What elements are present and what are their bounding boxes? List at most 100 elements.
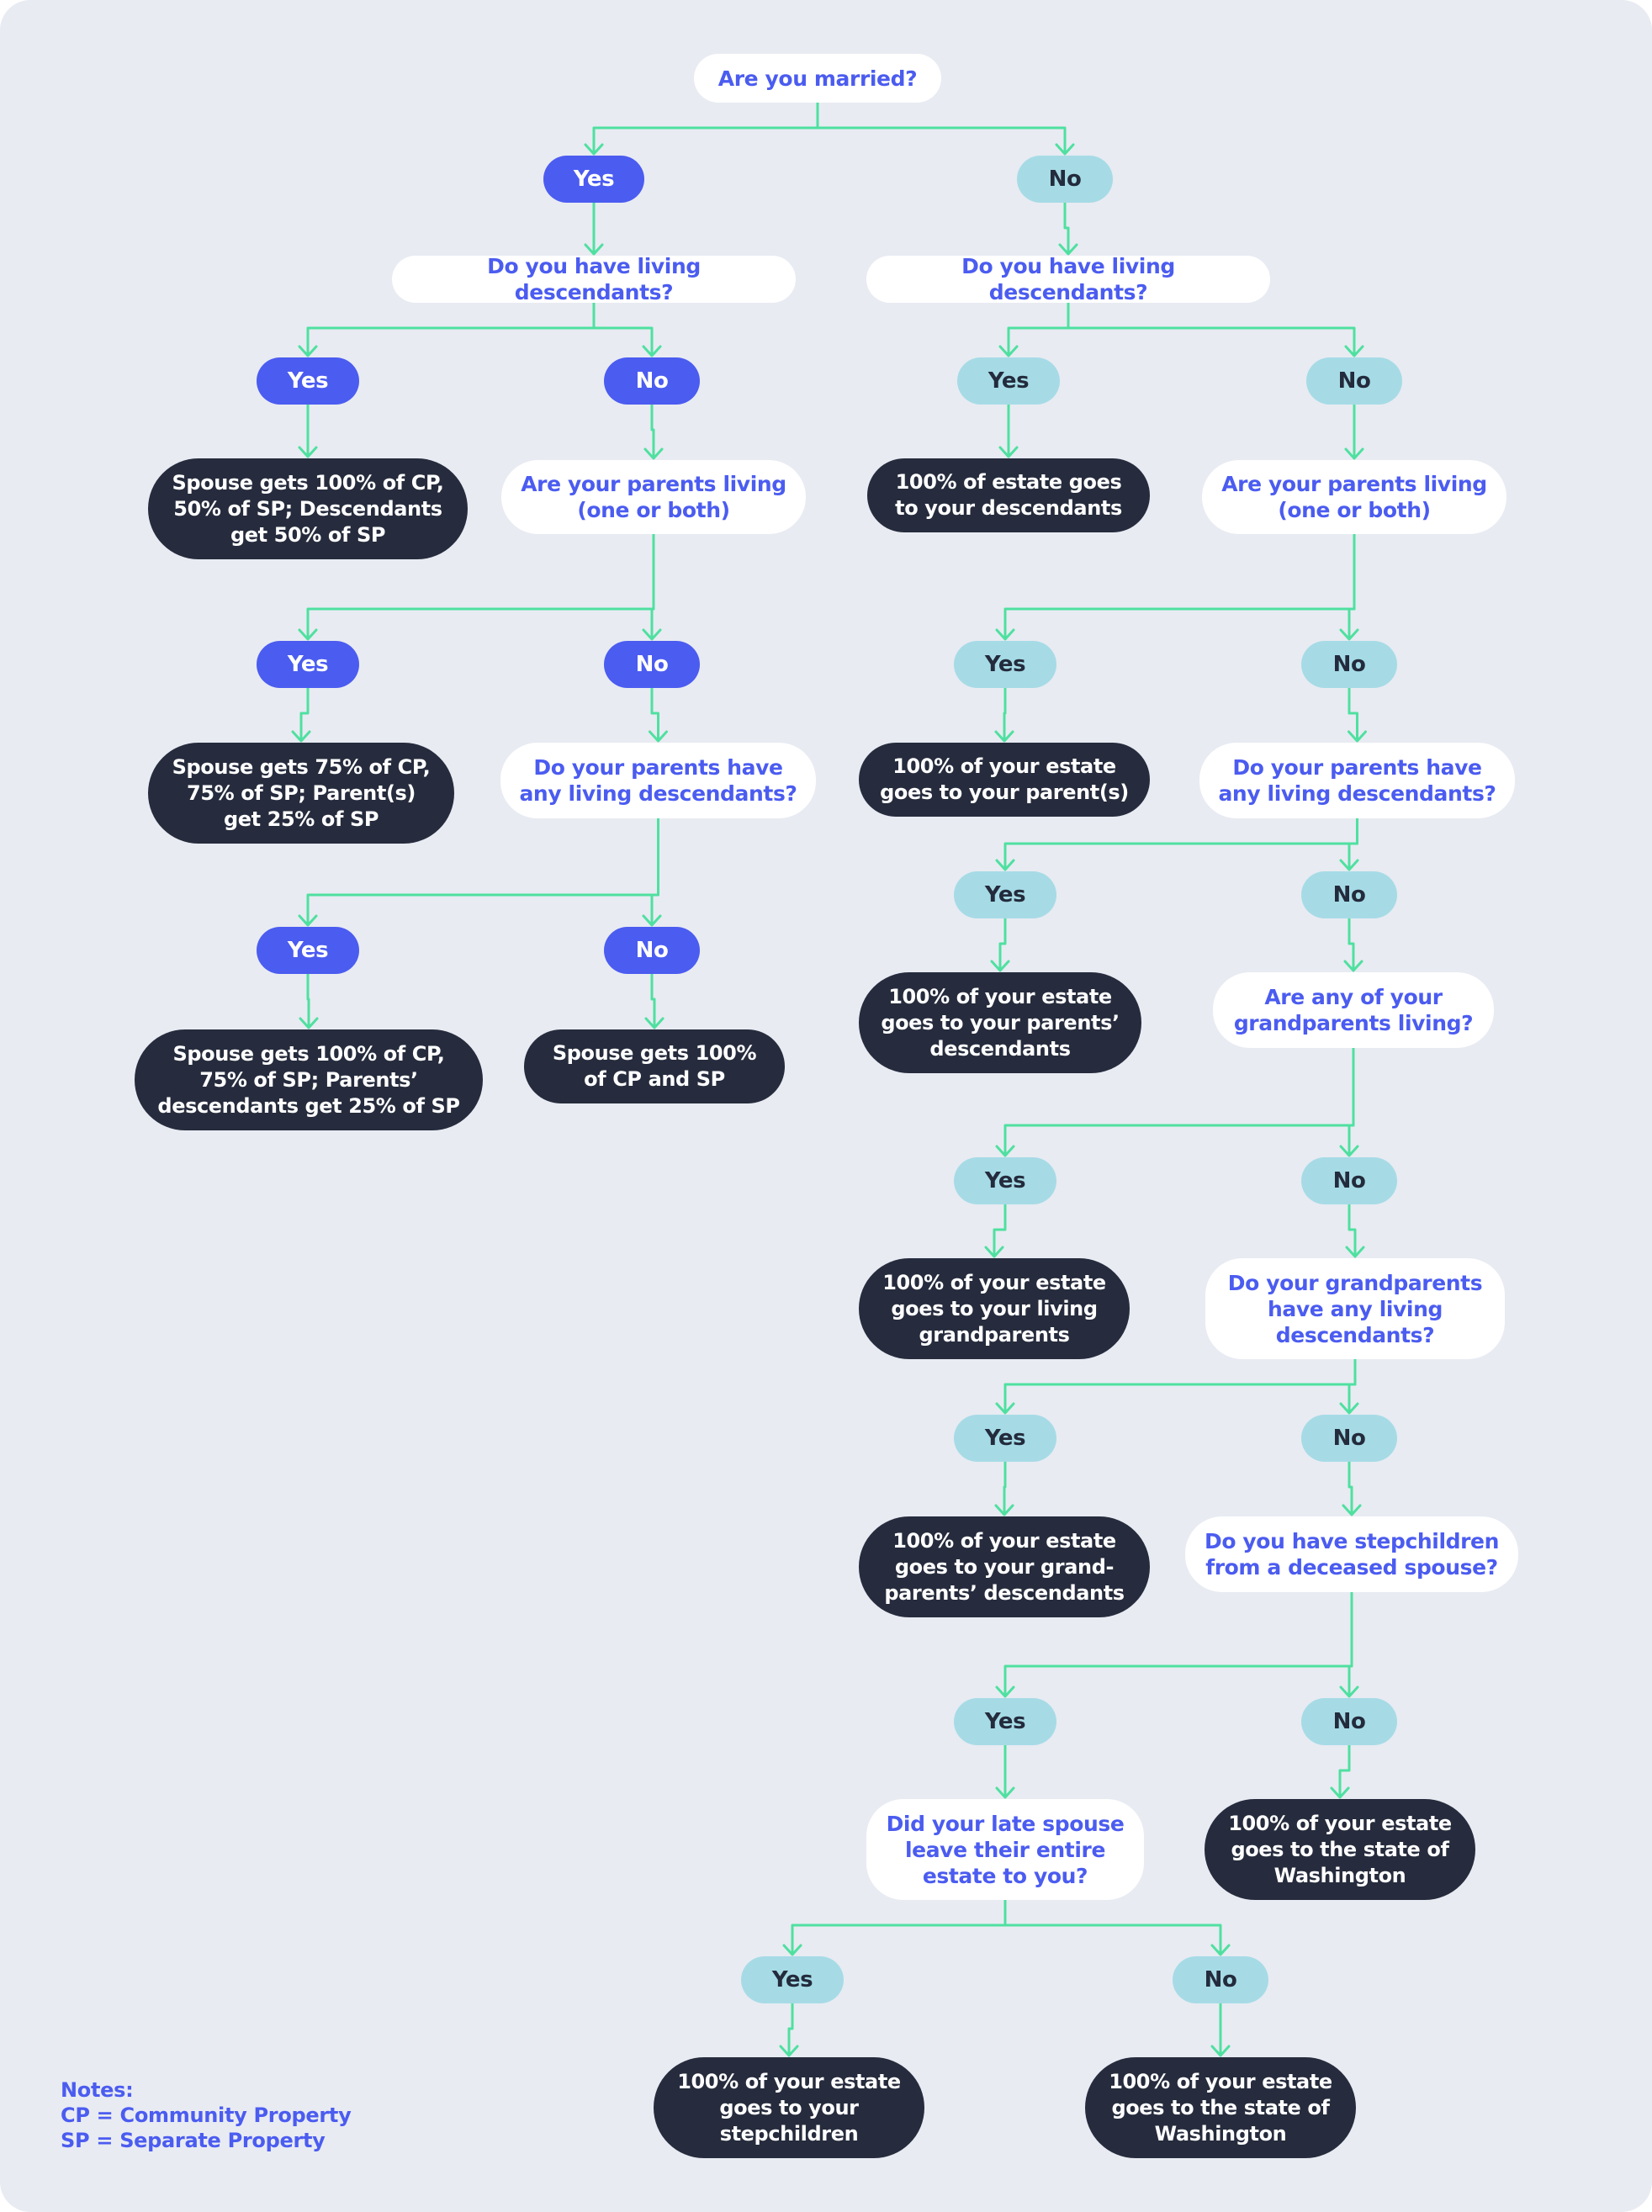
arrowhead-mn_gpdesc_no (1339, 1402, 1359, 1415)
arrowhead-mn_r_step_no (1330, 1786, 1350, 1799)
connector-mn_late_yes-to-mn_r_late_yes (787, 2003, 794, 2056)
arrowhead-mn_q_desc (1058, 243, 1078, 256)
answer-married-parents-yes: Yes (257, 641, 359, 688)
connector-my_q_desc-to-my_desc_yes (306, 303, 596, 356)
connector-q_married-to-m_no (816, 103, 1067, 154)
arrowhead-mn_q_pdesc (1348, 730, 1367, 743)
arrowhead-mn_pdesc_no (1339, 859, 1359, 871)
answer-unmarried-descendants-yes: Yes (957, 357, 1060, 405)
connector-my_par_no-to-my_q_pdesc (650, 688, 659, 741)
answer-unmarried-parents-descendants-yes: Yes (954, 871, 1056, 918)
question-are-you-married: Are you married? (694, 54, 941, 103)
connector-my_q_pdesc-to-my_pdesc_no (650, 818, 659, 925)
arrowhead-mn_desc_yes (998, 345, 1019, 357)
question-unmarried-stepchildren: Do you have stepchildren from a deceased… (1185, 1516, 1518, 1592)
arrowhead-mn_late_no (1210, 1944, 1231, 1956)
connector-mn_pdesc_yes-to-mn_r_pdesc (998, 918, 1007, 971)
arrowhead-mn_q_step (1342, 1504, 1362, 1516)
connector-mn_gpdesc_no-to-mn_q_step (1348, 1462, 1353, 1515)
connector-mn_gp_yes-to-mn_r_gp (993, 1204, 1007, 1257)
arrowhead-mn_desc_no (1344, 345, 1364, 357)
arrowhead-my_pdesc_yes (298, 914, 318, 927)
connector-q_married-to-m_yes (592, 103, 819, 154)
question-married-living-descendants: Do you have living descendants? (392, 254, 796, 304)
connector-mn_q_parents-to-mn_par_yes (1003, 534, 1356, 639)
question-unmarried-late-spouse-estate: Did your late spouse leave their entire … (866, 1799, 1144, 1900)
connector-mn_par_yes-to-mn_r_parents (1003, 688, 1007, 741)
question-unmarried-living-descendants: Do you have living descendants? (866, 254, 1270, 304)
answer-married-yes: Yes (543, 156, 644, 203)
connector-mn_par_no-to-mn_q_pdesc (1348, 688, 1358, 741)
question-unmarried-parents-descendants: Do your parents have any living descenda… (1199, 743, 1515, 818)
arrowhead-my_desc_no (642, 345, 662, 357)
result-unmarried-late-spouse-yes: 100% of your estate goes to your stepchi… (654, 2057, 924, 2158)
arrowhead-my_r_desc (298, 446, 318, 458)
arrowhead-m_yes (584, 143, 604, 156)
arrowhead-mn_r_pdesc (990, 960, 1010, 972)
answer-unmarried-late-spouse-yes: Yes (741, 1956, 844, 2003)
connector-mn_q_step-to-mn_step_no (1348, 1592, 1353, 1696)
arrowhead-mn_gp_yes (995, 1145, 1015, 1157)
arrowhead-mn_pdesc_yes (995, 859, 1015, 871)
answer-unmarried-parents-no: No (1301, 641, 1397, 688)
connector-mn_q_pdesc-to-mn_pdesc_no (1348, 818, 1358, 870)
answer-unmarried-stepchildren-no: No (1301, 1698, 1397, 1745)
connector-my_pdesc_yes-to-my_r_pdesc_yes (306, 974, 310, 1028)
connector-mn_gpdesc_yes-to-mn_r_gpdesc (1003, 1462, 1007, 1515)
arrowhead-my_pdesc_no (642, 914, 662, 927)
arrowhead-mn_r_gp (984, 1246, 1004, 1258)
answer-married-descendants-yes: Yes (257, 357, 359, 405)
arrowhead-mn_r_late_yes (779, 2045, 799, 2057)
connector-my_desc_no-to-my_q_parents (650, 405, 655, 458)
answer-married-no: No (1017, 156, 1113, 203)
arrowhead-my_desc_yes (298, 345, 318, 357)
arrowhead-my_q_desc (584, 243, 604, 256)
arrowhead-mn_q_late (995, 1786, 1015, 1799)
question-unmarried-parents-living: Are your parents living (one or both) (1202, 460, 1506, 534)
result-married-parents-descendants-no: Spouse gets 100% of CP and SP (524, 1029, 785, 1103)
result-unmarried-grandparents-descendants: 100% of your estate goes to your grand- … (859, 1516, 1150, 1617)
arrowhead-mn_r_late_no (1210, 2045, 1231, 2057)
arrowhead-mn_q_gp (1343, 960, 1363, 972)
result-unmarried-stepchildren-no: 100% of your estate goes to the state of… (1205, 1799, 1475, 1900)
arrowhead-m_no (1055, 143, 1075, 156)
arrowhead-mn_r_parents (994, 730, 1014, 743)
connector-mn_pdesc_no-to-mn_q_gp (1348, 918, 1355, 971)
notes-title: Notes: (61, 2078, 134, 2102)
answer-unmarried-grandparents-descendants-yes: Yes (954, 1415, 1056, 1462)
question-unmarried-grandparents-living: Are any of your grandparents living? (1213, 972, 1494, 1048)
question-married-parents-living: Are your parents living (one or both) (501, 460, 806, 534)
connector-my_pdesc_no-to-my_r_pdesc_no (650, 974, 656, 1028)
arrowhead-mn_step_no (1339, 1685, 1359, 1698)
result-unmarried-descendants: 100% of estate goes to your descendants (867, 458, 1150, 532)
answer-married-descendants-no: No (604, 357, 700, 405)
connector-mn_q_gp-to-mn_gp_no (1348, 1048, 1355, 1156)
connector-mn_q_desc-to-mn_desc_yes (1007, 303, 1070, 356)
question-unmarried-grandparents-descendants: Do your grandparents have any living des… (1205, 1258, 1505, 1359)
answer-married-parents-descendants-no: No (604, 927, 700, 974)
answer-unmarried-parents-descendants-no: No (1301, 871, 1397, 918)
notes-cp-definition: CP = Community Property (61, 2104, 352, 2127)
connector-m_no-to-mn_q_desc (1063, 203, 1070, 254)
connector-my_q_parents-to-my_par_no (650, 534, 655, 639)
connector-mn_q_gpdesc-to-mn_gpdesc_no (1348, 1359, 1357, 1413)
arrowhead-my_par_no (642, 628, 662, 641)
result-married-descendants: Spouse gets 100% of CP, 50% of SP; Desce… (148, 458, 468, 559)
arrowhead-mn_late_yes (782, 1944, 802, 1956)
arrowhead-mn_q_gpdesc (1345, 1246, 1365, 1258)
connector-mn_q_parents-to-mn_par_no (1348, 534, 1356, 639)
result-married-parents-descendants-yes: Spouse gets 100% of CP, 75% of SP; Paren… (135, 1029, 483, 1130)
answer-unmarried-late-spouse-no: No (1173, 1956, 1268, 2003)
arrowhead-mn_r_desc (998, 446, 1019, 458)
arrowhead-my_par_yes (298, 628, 318, 641)
arrowhead-my_r_pdesc_no (644, 1017, 665, 1029)
result-married-parents: Spouse gets 75% of CP, 75% of SP; Parent… (148, 743, 454, 844)
result-unmarried-parents: 100% of your estate goes to your parent(… (859, 743, 1150, 817)
arrowhead-mn_r_gpdesc (994, 1504, 1014, 1516)
arrowhead-my_q_parents (643, 447, 664, 460)
notes-sp-definition: SP = Separate Property (61, 2129, 326, 2152)
arrowhead-my_r_parents (291, 730, 311, 743)
answer-unmarried-grandparents-no: No (1301, 1157, 1397, 1204)
